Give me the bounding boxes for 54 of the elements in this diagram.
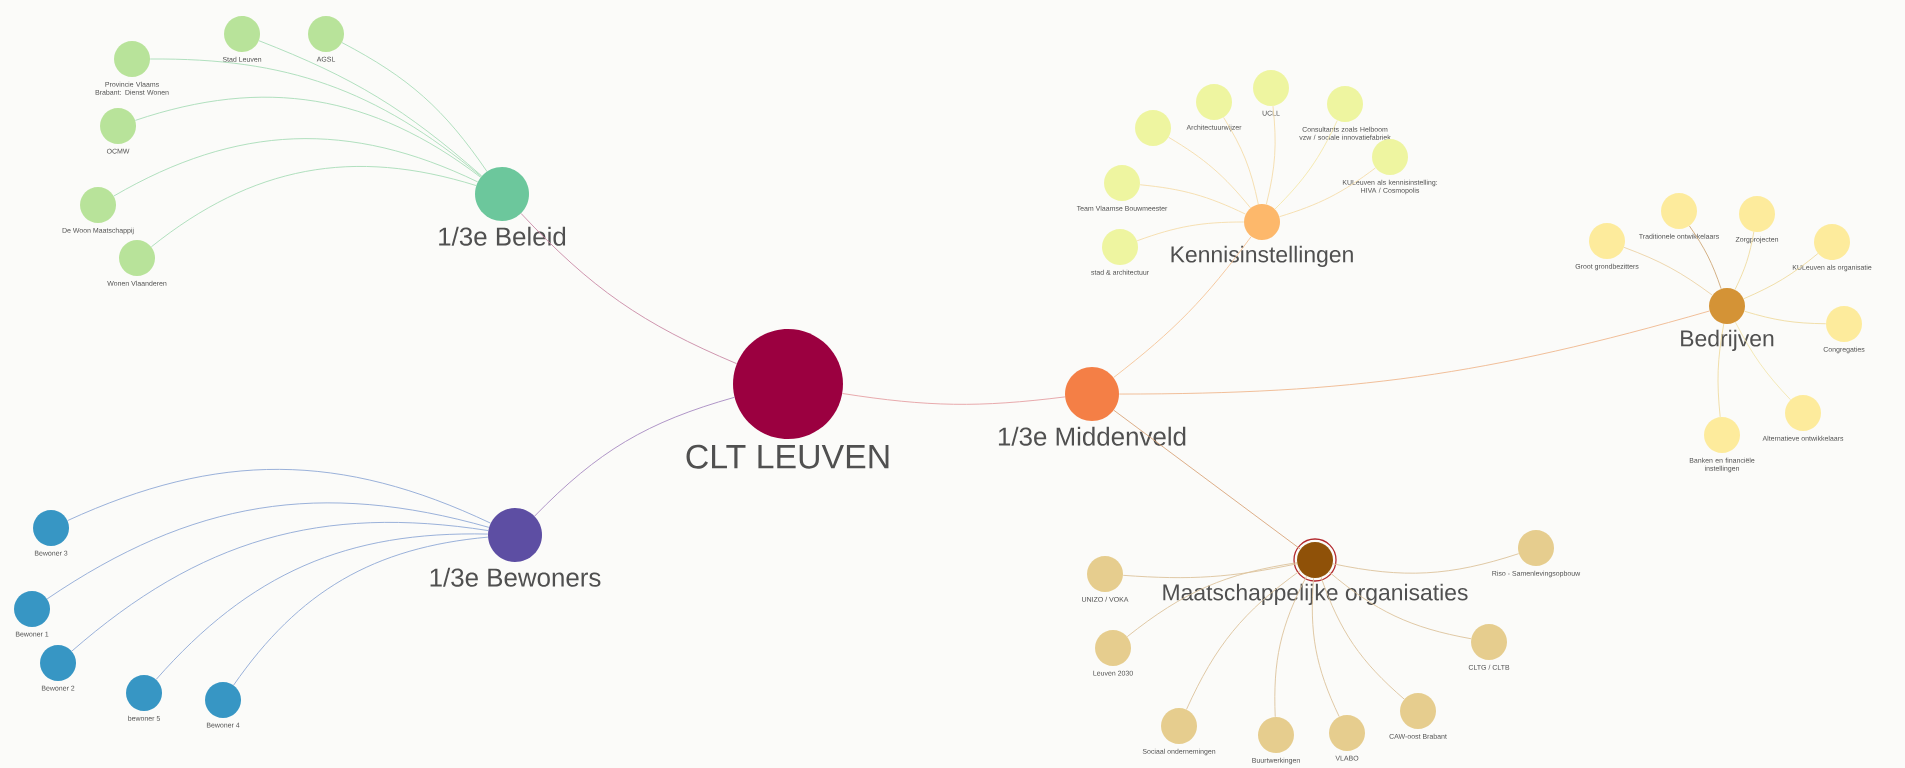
circle-node: 1/3e Beleid — [439, 167, 566, 246]
connector-line — [1139, 184, 1247, 215]
node-label: 1/3e Beleid — [439, 226, 566, 246]
connector-line — [1717, 323, 1725, 418]
connector-line — [1168, 136, 1251, 209]
connector-line — [149, 58, 482, 177]
connector-line — [1278, 167, 1376, 218]
connector-line — [1113, 409, 1301, 550]
circle-node: CLT LEUVEN — [686, 329, 889, 469]
connector-line — [113, 138, 479, 197]
connector-line — [258, 40, 483, 177]
node-label: Bedrijven — [1681, 329, 1774, 352]
connector-line — [1734, 321, 1791, 401]
connector-line — [1743, 253, 1819, 300]
connector-line — [71, 522, 489, 652]
connector-line — [155, 533, 489, 680]
connector-line — [1274, 120, 1338, 210]
connector-line — [134, 96, 482, 178]
connector-line — [534, 396, 735, 517]
connector-line — [1311, 577, 1340, 718]
connector-line — [1328, 571, 1472, 640]
circle-node: 1/3e Bewoners — [430, 508, 601, 587]
circle-node: Kennisinstellingen — [1171, 204, 1353, 268]
node-label: Maatschappelijke organisaties — [1163, 583, 1468, 606]
connector-line — [1623, 246, 1713, 296]
connector-line — [520, 213, 738, 365]
connector-line — [1688, 225, 1722, 290]
circle-node: Maatschappelijke organisaties — [1163, 538, 1468, 606]
circle-node — [1135, 110, 1171, 146]
connector-line — [841, 393, 1066, 405]
connector-line — [341, 42, 488, 172]
connector-line — [233, 536, 489, 686]
connector-line — [1265, 105, 1276, 205]
connector-line — [67, 468, 491, 524]
connector-line — [1320, 576, 1405, 700]
circle-node: 1/3e Middenveld — [998, 367, 1186, 446]
connector-line — [1118, 310, 1710, 395]
connector-line — [1122, 563, 1298, 579]
node-label: Kennisinstellingen — [1171, 245, 1353, 268]
connector-line — [1734, 231, 1755, 291]
node-label: 1/3e Middenveld — [998, 426, 1186, 446]
connector-line — [1126, 562, 1298, 638]
connector-line — [1113, 236, 1252, 378]
connector-line — [46, 502, 490, 600]
connector-line — [150, 165, 477, 248]
connector-line — [1744, 310, 1827, 325]
connector-line — [1223, 117, 1259, 205]
connector-line — [1274, 575, 1308, 718]
node-label: CLT LEUVEN — [686, 444, 889, 469]
node-label: 1/3e Bewoners — [430, 567, 601, 587]
connector-line — [1332, 553, 1520, 574]
circle-node: Bedrijven — [1681, 288, 1774, 352]
connector-line — [1186, 570, 1301, 710]
connector-line — [1136, 221, 1245, 242]
